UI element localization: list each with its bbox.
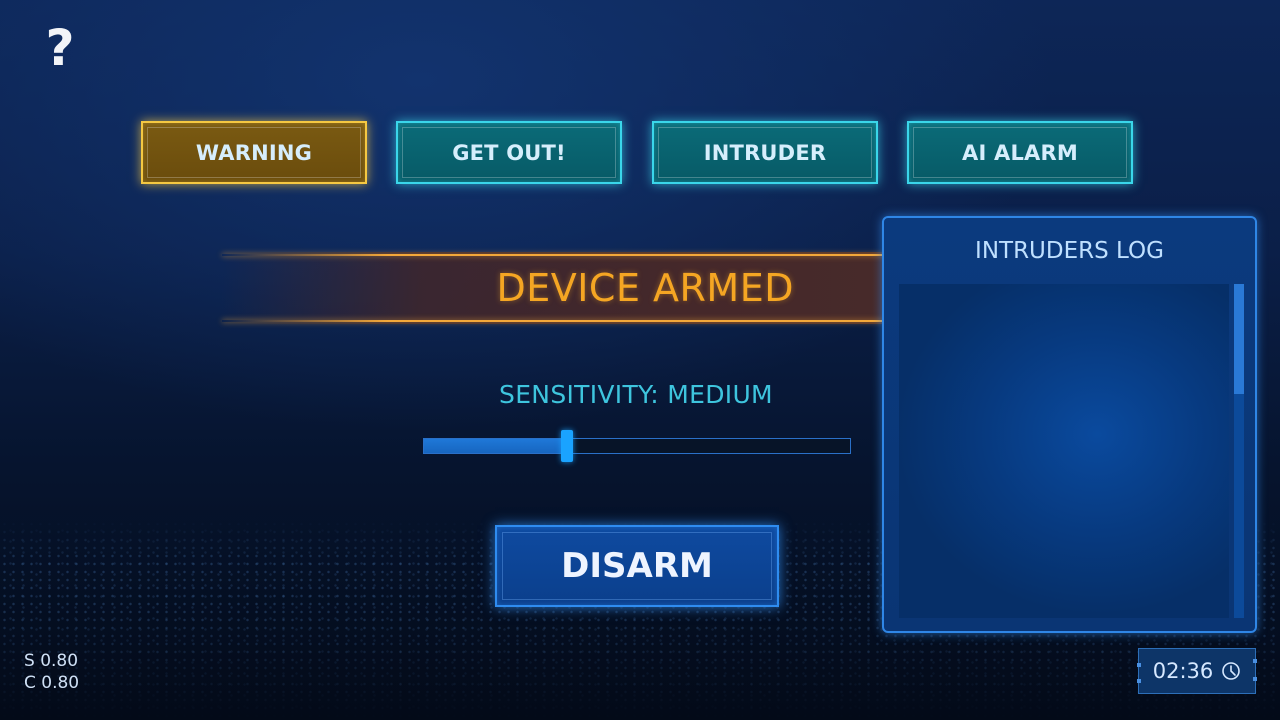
timer-text: 02:36 [1152,659,1214,683]
timer-corner-dot [1137,663,1141,667]
sensitivity-label: SENSITIVITY: MEDIUM [499,380,773,409]
sensitivity-slider[interactable] [423,430,851,462]
intruder-button-label: INTRUDER [703,140,827,165]
intruders-log-list[interactable] [899,284,1229,618]
help-button[interactable]: ? [40,20,80,76]
timer-corner-dot [1253,659,1257,663]
get-out-button[interactable]: GET OUT! [396,121,622,184]
intruder-button[interactable]: INTRUDER [652,121,878,184]
timer-corner-dot [1253,677,1257,681]
intruders-log-title: INTRUDERS LOG [975,238,1164,264]
disarm-button-label: DISARM [561,546,713,586]
clock-icon [1222,662,1241,680]
sensitivity-slider-fill [424,439,565,453]
stats-readout: S 0.80 C 0.80 [24,650,79,694]
status-text: DEVICE ARMED [496,266,794,310]
question-mark-icon: ? [45,19,75,77]
timer-display: 02:36 [1137,648,1257,694]
intruders-log-scroll-thumb[interactable] [1234,284,1244,394]
ai-alarm-button-label: AI ALARM [962,140,1078,165]
get-out-button-label: GET OUT! [452,140,566,165]
stat-c: C 0.80 [24,673,80,693]
warning-button-label: WARNING [195,140,313,165]
intruders-log-panel: INTRUDERS LOG [882,216,1257,633]
disarm-button[interactable]: DISARM [495,525,779,607]
status-banner: DEVICE ARMED [222,252,884,324]
timer-corner-dot [1137,679,1141,683]
stat-s: S 0.80 [24,651,79,671]
ai-alarm-button[interactable]: AI ALARM [907,121,1133,184]
warning-button[interactable]: WARNING [141,121,367,184]
intruders-log-scrollbar[interactable] [1234,284,1244,618]
sensitivity-slider-thumb[interactable] [560,430,573,462]
